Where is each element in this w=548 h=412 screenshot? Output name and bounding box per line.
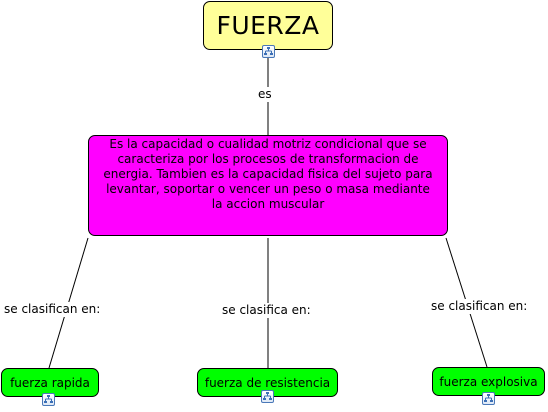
concept-map-icon[interactable]	[261, 390, 274, 403]
concept-map-icon[interactable]	[482, 392, 495, 405]
leaf-concept-fuerza-explosiva[interactable]: fuerza explosiva	[432, 367, 545, 396]
leaf-label: fuerza explosiva	[439, 374, 538, 389]
root-concept-fuerza[interactable]: FUERZA	[203, 1, 333, 50]
concept-map-icon[interactable]	[42, 393, 55, 406]
leaf-label: fuerza de resistencia	[204, 375, 331, 390]
link-label-leaf-1: se clasifican en:	[2, 302, 103, 317]
definition-concept[interactable]: Es la capacidad o cualidad motriz condic…	[88, 135, 448, 236]
definition-text: Es la capacidad o cualidad motriz condic…	[103, 137, 433, 211]
link-label-leaf-3: se clasifican en:	[429, 299, 530, 314]
concept-map-icon[interactable]	[262, 45, 275, 58]
leaf-label: fuerza rapida	[10, 375, 90, 390]
root-concept-label: FUERZA	[216, 11, 320, 40]
link-label-es: es	[256, 87, 274, 102]
leaf-concept-fuerza-rapida[interactable]: fuerza rapida	[1, 368, 99, 397]
link-label-leaf-2: se clasifica en:	[220, 303, 313, 318]
